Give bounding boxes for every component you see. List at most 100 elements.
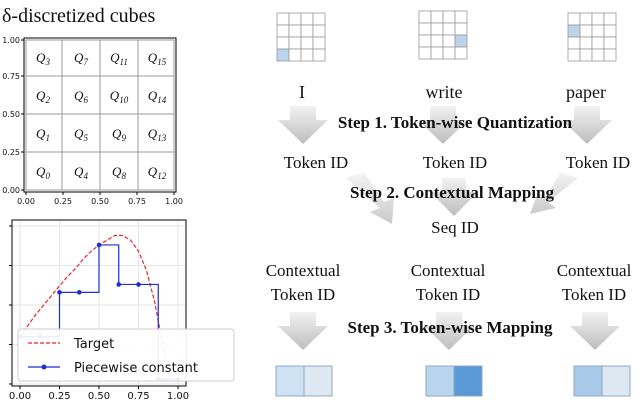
piecewise-point	[116, 282, 122, 287]
cube-label: Q8	[112, 164, 126, 181]
x-tick-label: 0.25	[48, 391, 70, 402]
step3-label: Step 3. Token-wise Mapping	[348, 318, 553, 337]
x-tick-label: 0.00	[9, 391, 31, 402]
contextual-line1: Contextual	[411, 261, 486, 280]
token-grid-cell	[312, 48, 326, 62]
token-grid-cell-active	[454, 34, 468, 48]
token-grid-cell-active	[276, 48, 290, 62]
token-grid-cell	[418, 34, 432, 48]
token-id-label: Token ID	[284, 153, 348, 172]
piecewise-point	[76, 290, 82, 295]
down-arrow-icon	[278, 106, 328, 144]
token-grid-cell	[603, 24, 617, 38]
down-arrow-icon	[562, 106, 612, 144]
token-grid-cell	[454, 10, 468, 24]
contextual-line2: Token ID	[271, 285, 335, 304]
token-grid-cell	[312, 12, 326, 26]
pipeline-panel: I write paper Step 1. Token-wise Quantiz…	[266, 10, 632, 397]
output-embedding-block	[303, 365, 333, 397]
token-grid-cell-active	[567, 24, 581, 38]
contextual-line2: Token ID	[416, 285, 480, 304]
token-grid-cell	[591, 48, 605, 62]
token-grid-cell	[300, 12, 314, 26]
legend-piecewise-label: Piecewise constant	[74, 361, 198, 376]
cube-label: Q4	[74, 164, 88, 181]
token-grid-cell	[288, 36, 302, 50]
piecewise-point	[136, 282, 141, 287]
cubes-y-ticks: 0.00 0.25 0.50 0.75 1.00	[2, 36, 24, 195]
y-tick-label: 0.25	[2, 148, 20, 157]
output-embedding-block	[453, 365, 483, 397]
cube-label: Q3	[36, 50, 50, 67]
token-grid-cell	[591, 24, 605, 38]
token-grid-cell	[579, 24, 593, 38]
token-grid-cell	[454, 22, 468, 36]
output-embedding-block	[425, 365, 455, 397]
token-grid-cell	[276, 24, 290, 38]
token-grid-cell	[418, 10, 432, 24]
x-tick-label: 1.00	[167, 391, 189, 402]
legend-target-label: Target	[73, 337, 114, 352]
down-arrow-icon	[418, 106, 468, 144]
cube-label: Q7	[74, 50, 88, 67]
cube-label: Q13	[148, 126, 167, 143]
token-grid-cell	[579, 48, 593, 62]
token-id-label: Token ID	[423, 153, 487, 172]
legend-box	[17, 328, 235, 382]
cube-label: Q10	[110, 88, 129, 105]
token-word-write: write	[426, 82, 463, 102]
token-grid-cell	[603, 12, 617, 26]
x-tick-label: 0.25	[54, 197, 72, 206]
cube-label: Q0	[36, 164, 50, 181]
contextual-line2: Token ID	[562, 285, 626, 304]
token-grid	[567, 12, 617, 62]
cubes-grid-lines	[25, 39, 175, 191]
cube-label: Q14	[148, 88, 167, 105]
cubes-cell-labels: Q3 Q7 Q11 Q15 Q2 Q6 Q10 Q14 Q1 Q5 Q9 Q13…	[36, 50, 167, 181]
cube-label: Q5	[74, 126, 88, 143]
cubes-panel: δ-discretized cubes Q3 Q7 Q11 Q15 Q2 Q6 …	[2, 5, 183, 206]
output-embedding-block	[275, 365, 305, 397]
piecewise-point	[96, 242, 102, 248]
token-id-label: Token ID	[566, 153, 630, 172]
token-grid-cell	[418, 22, 432, 36]
token-grid-cell	[300, 36, 314, 50]
cubes-title: δ-discretized cubes	[2, 5, 155, 27]
token-grid-cell	[312, 24, 326, 38]
token-grid-cell	[603, 48, 617, 62]
cube-label: Q15	[148, 50, 167, 67]
contextual-line1: Contextual	[266, 261, 341, 280]
token-word-i: I	[299, 82, 305, 102]
x-tick-label: 0.50	[88, 391, 110, 402]
token-grid-cell	[567, 12, 581, 26]
token-grids	[276, 10, 617, 62]
output-embedding-block	[573, 365, 603, 397]
token-grid-cell	[591, 36, 605, 50]
x-tick-label: 0.75	[128, 197, 146, 206]
down-arrow-icon	[424, 312, 474, 350]
token-id-row: Token ID Token ID Token ID	[284, 153, 630, 172]
token-grid-cell	[276, 36, 290, 50]
step2-label: Step 2. Contextual Mapping	[350, 183, 555, 202]
cube-label: Q1	[36, 126, 50, 143]
down-arrow-icon	[278, 312, 328, 350]
token-grid-cell	[288, 48, 302, 62]
contextual-token-labels: Contextual Token ID Contextual Token ID …	[266, 261, 632, 304]
token-word-paper: paper	[566, 82, 606, 102]
token-grid-cell	[430, 46, 444, 60]
y-tick-label: 0.50	[2, 110, 20, 119]
token-grid-cell	[442, 22, 456, 36]
token-grid-cell	[454, 46, 468, 60]
x-tick-label: 1.00	[165, 197, 183, 206]
output-embedding-block	[601, 365, 631, 397]
token-grid	[276, 12, 326, 62]
step1-label: Step 1. Token-wise Quantization	[338, 113, 573, 132]
piecewise-point	[57, 290, 62, 295]
token-grid-cell	[312, 36, 326, 50]
token-grid-cell	[567, 36, 581, 50]
legend-piecewise-marker	[41, 364, 47, 370]
token-grid-cell	[430, 10, 444, 24]
seq-id-label: Seq ID	[431, 218, 479, 237]
